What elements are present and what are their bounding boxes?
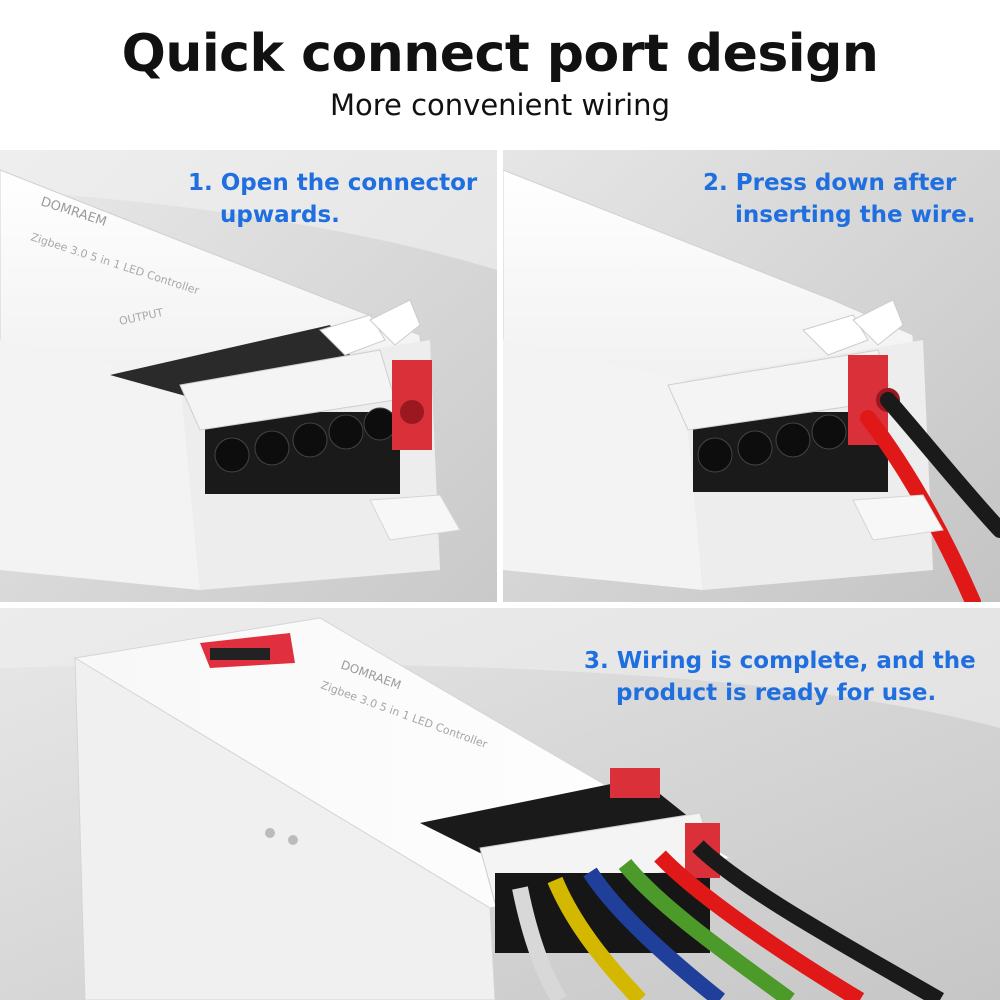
step-3-photo: DOMRAEM Zigbee 3.0 5 in 1 LED Controller <box>0 608 1000 1000</box>
step-3-panel: DOMRAEM Zigbee 3.0 5 in 1 LED Controller… <box>0 608 1000 1000</box>
step-2-caption: 2. Press down after inserting the wire. <box>703 170 976 228</box>
step-1-panel: DOMRAEM Zigbee 3.0 5 in 1 LED Controller… <box>0 150 497 602</box>
page-subtitle: More convenient wiring <box>330 88 670 122</box>
step-2-photo <box>503 150 1000 602</box>
step-3-caption: 3. Wiring is complete, and the product i… <box>584 648 976 706</box>
step-2-panel: 2. Press down after inserting the wire. <box>503 150 1000 602</box>
header: Quick connect port design More convenien… <box>0 0 1000 150</box>
step-1-photo: DOMRAEM Zigbee 3.0 5 in 1 LED Controller… <box>0 150 497 602</box>
step-1-caption: 1. Open the connector upwards. <box>188 170 478 228</box>
page-title: Quick connect port design <box>121 24 879 84</box>
